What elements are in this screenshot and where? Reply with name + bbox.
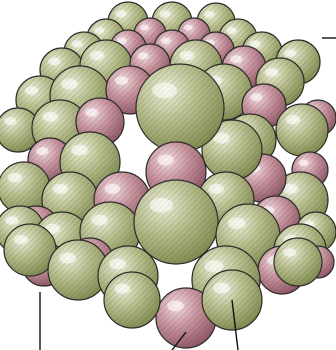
- sphere-highlight: [91, 215, 108, 226]
- sphere-highlight: [8, 173, 23, 182]
- sphere-highlight: [167, 301, 184, 312]
- sphere-highlight: [250, 93, 262, 101]
- sphere-highlight: [228, 217, 246, 229]
- sphere-highlight: [150, 198, 174, 213]
- sphere-highlight: [114, 284, 130, 294]
- sphere-highlight: [205, 260, 224, 272]
- sphere-highlight: [115, 10, 126, 17]
- sphere-highlight: [25, 86, 38, 95]
- sphere-highlight: [283, 248, 296, 257]
- sphere-highlight: [159, 10, 170, 17]
- sphere-highlight: [249, 40, 260, 47]
- sphere-hatching: [136, 64, 224, 152]
- sphere-hatching: [276, 104, 328, 156]
- sphere-highlight: [94, 27, 105, 34]
- sphere-highlight: [184, 25, 193, 31]
- sphere-highlight: [265, 68, 278, 77]
- sphere-highlight: [213, 283, 230, 294]
- sphere-highlight: [161, 38, 171, 44]
- sphere-highlight: [284, 49, 296, 57]
- sphere-highlight: [180, 51, 195, 60]
- sphere-highlight: [5, 216, 18, 225]
- sphere-highlight: [140, 25, 149, 31]
- sphere-highlight: [36, 147, 48, 155]
- sphere-hatching: [104, 272, 160, 328]
- sphere-highlight: [71, 145, 88, 156]
- sphere-highlight: [4, 117, 16, 125]
- sphere-highlight: [157, 155, 174, 166]
- sphere-highlight: [204, 11, 215, 18]
- sphere-highlight: [52, 184, 68, 194]
- sphere-highlight: [299, 160, 309, 166]
- sphere-highlight: [208, 184, 224, 194]
- sphere-highlight: [230, 55, 242, 63]
- sphere-highlight: [59, 253, 76, 264]
- sphere-highlight: [226, 27, 237, 34]
- sphere-highlight: [90, 51, 105, 60]
- sphere-highlight: [14, 235, 29, 244]
- sphere-highlight: [115, 76, 128, 85]
- sphere-highlight: [286, 115, 301, 124]
- sphere-highlight: [104, 184, 120, 194]
- sphere-highlight: [137, 52, 148, 59]
- sphere-hatching: [134, 180, 218, 264]
- sphere-hatching: [274, 238, 322, 286]
- sphere-highlight: [71, 40, 82, 47]
- sphere-highlight: [48, 57, 60, 65]
- sphere-highlight: [85, 108, 98, 117]
- sphere-highlight: [152, 82, 177, 98]
- sphere-highlight: [109, 259, 126, 270]
- sphere-highlight: [42, 112, 58, 122]
- sphere-highlight: [61, 79, 78, 90]
